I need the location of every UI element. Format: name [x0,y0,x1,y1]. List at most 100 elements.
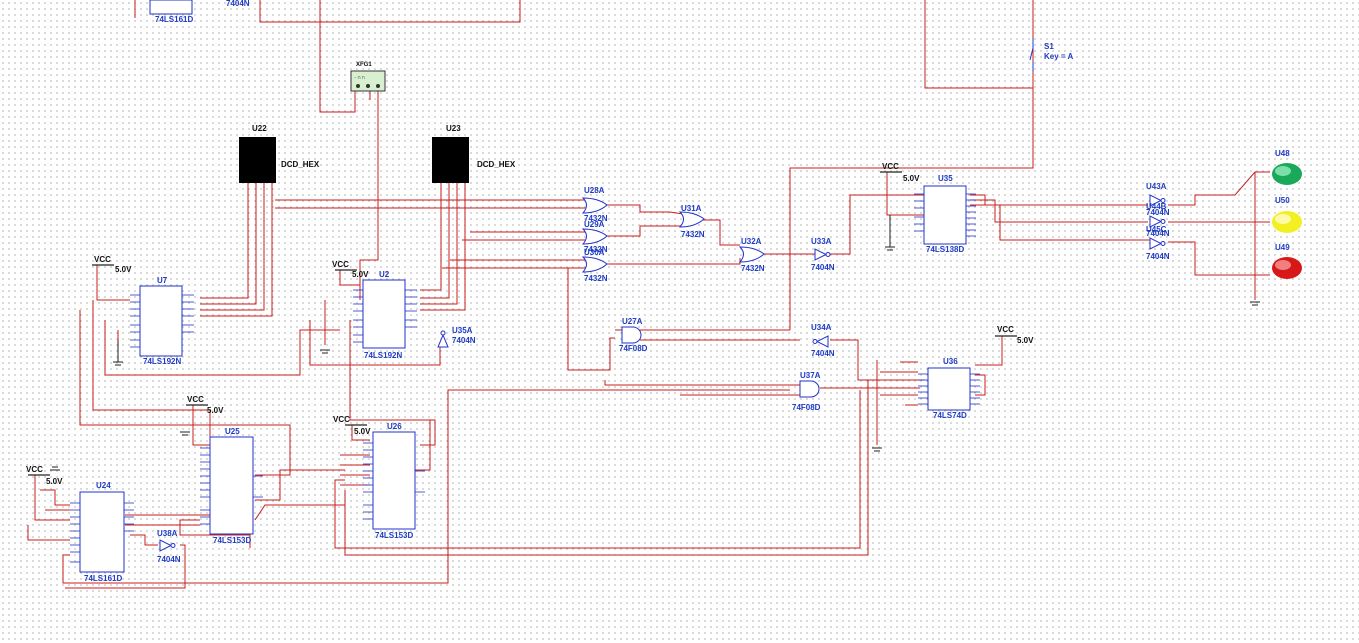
u32a-part: 7432N [741,264,765,273]
chip-u35 [923,185,967,245]
u32a-ref: U32A [741,237,762,246]
vcc-label-2: VCC [332,260,349,269]
u31a-ref: U31A [681,204,702,213]
u28a-ref: U28A [584,186,605,195]
u26-ref: U26 [387,422,402,431]
u30a-ref: U30A [584,248,605,257]
u34a-ref: U34A [811,323,832,332]
u35a-ref: U35A [452,326,473,335]
u50-ref: U50 [1275,196,1290,205]
vcc-label-7: VCC [26,465,43,474]
chip-u25 [209,436,254,535]
function-generator-icon[interactable]: ~ ⊓ ⊓ [350,70,386,92]
vcc-bars [28,171,1017,476]
chip-pins [70,193,980,563]
chip-u36 [927,367,971,411]
volt-label-3: 5.0V [903,174,920,183]
volt-label-5: 5.0V [207,406,224,415]
u35-ref: U35 [938,174,953,183]
wires [27,0,1270,589]
u25-part: 74LS153D [213,536,252,545]
hex-display-u23 [432,137,469,183]
chip-u7 [139,285,183,357]
inverter-u34a [815,335,829,348]
leds [1272,163,1302,279]
and-gate-u37a [799,380,820,398]
chip-u26 [372,431,416,530]
and-gate-u27a [621,326,642,344]
u48-ref: U48 [1275,149,1290,158]
ground-symbols [50,215,1260,471]
u38a-part: 7404N [157,555,181,564]
u22-type: DCD_HEX [281,160,320,169]
u31a-part: 7432N [681,230,705,239]
or-gate-u30a [581,256,608,273]
u44b-ref: U44B [1146,202,1167,211]
u33a-ref: U33A [811,237,832,246]
u49-ref: U49 [1275,243,1290,252]
volt-label-6: 5.0V [354,427,371,436]
or-gate-u32a [738,246,765,263]
hex-display-u22 [239,137,276,183]
u22-ref: U22 [252,124,267,133]
u30a-part: 7432N [584,274,608,283]
volt-label-1: 5.0V [115,265,132,274]
vcc-label-4: VCC [997,325,1014,334]
svg-text:~ ⊓ ⊓: ~ ⊓ ⊓ [354,75,365,80]
u26-part: 74LS153D [375,531,414,540]
vcc-label-1: VCC [94,255,111,264]
inverter-u43a [1149,194,1163,207]
u2-part: 74LS192N [364,351,403,360]
u37a-part: 74F08D [792,403,821,412]
chip-u24 [79,491,125,573]
s1-label: S1 [1044,42,1054,51]
vcc-label-5: VCC [187,395,204,404]
u36-part: 74LS74D [933,411,967,420]
u27a-part: 74F08D [619,344,648,353]
vcc-label-3: VCC [882,162,899,171]
u29a-part: 7432N [584,245,608,254]
or-gate-u31a [678,211,705,228]
inverter-u33a [814,248,828,261]
volt-label-2: 5.0V [352,270,369,279]
inverter-u44b [1149,215,1163,228]
or-gate-u28a [581,197,608,214]
u7-part: 74LS192N [143,357,182,366]
chip-outlines [79,0,971,573]
u23-type: DCD_HEX [477,160,516,169]
volt-label-4: 5.0V [1017,336,1034,345]
volt-label-7: 5.0V [46,477,63,486]
u29a-ref: U29A [584,220,605,229]
s1-key-label: Key = A [1044,52,1074,61]
u7-ref: U7 [157,276,168,285]
xfg1-label: XFG1 [356,62,372,68]
u34a-part: 7404N [811,349,835,358]
u33a-part: 7404N [811,263,835,272]
inverters [159,194,1166,552]
u35-part: 74LS138D [926,245,965,254]
u43a-ref: U43A [1146,182,1167,191]
u45c-part: 7404N [1146,252,1170,261]
u37a-ref: U37A [800,371,821,380]
u24-part: 74LS161D [84,574,123,583]
and-gates [621,326,820,398]
inverter-u38a [159,539,173,552]
u35a-part: 7404N [452,336,476,345]
inv-label-top: 7404N [226,0,250,8]
inverter-u35a [437,333,449,348]
u45c-ref: U45C [1146,225,1167,234]
u25-ref: U25 [225,427,240,436]
u44b-part: 7404N [1146,229,1170,238]
u2-ref: U2 [379,270,390,279]
u27a-ref: U27A [622,317,643,326]
u28a-part: 7432N [584,214,608,223]
u36-ref: U36 [943,357,958,366]
switch-s1[interactable] [1029,38,1034,72]
chip-top [149,0,193,15]
or-gates [581,197,765,273]
inverter-u45c [1149,237,1163,250]
vcc-label-6: VCC [333,415,350,424]
u23-ref: U23 [446,124,461,133]
